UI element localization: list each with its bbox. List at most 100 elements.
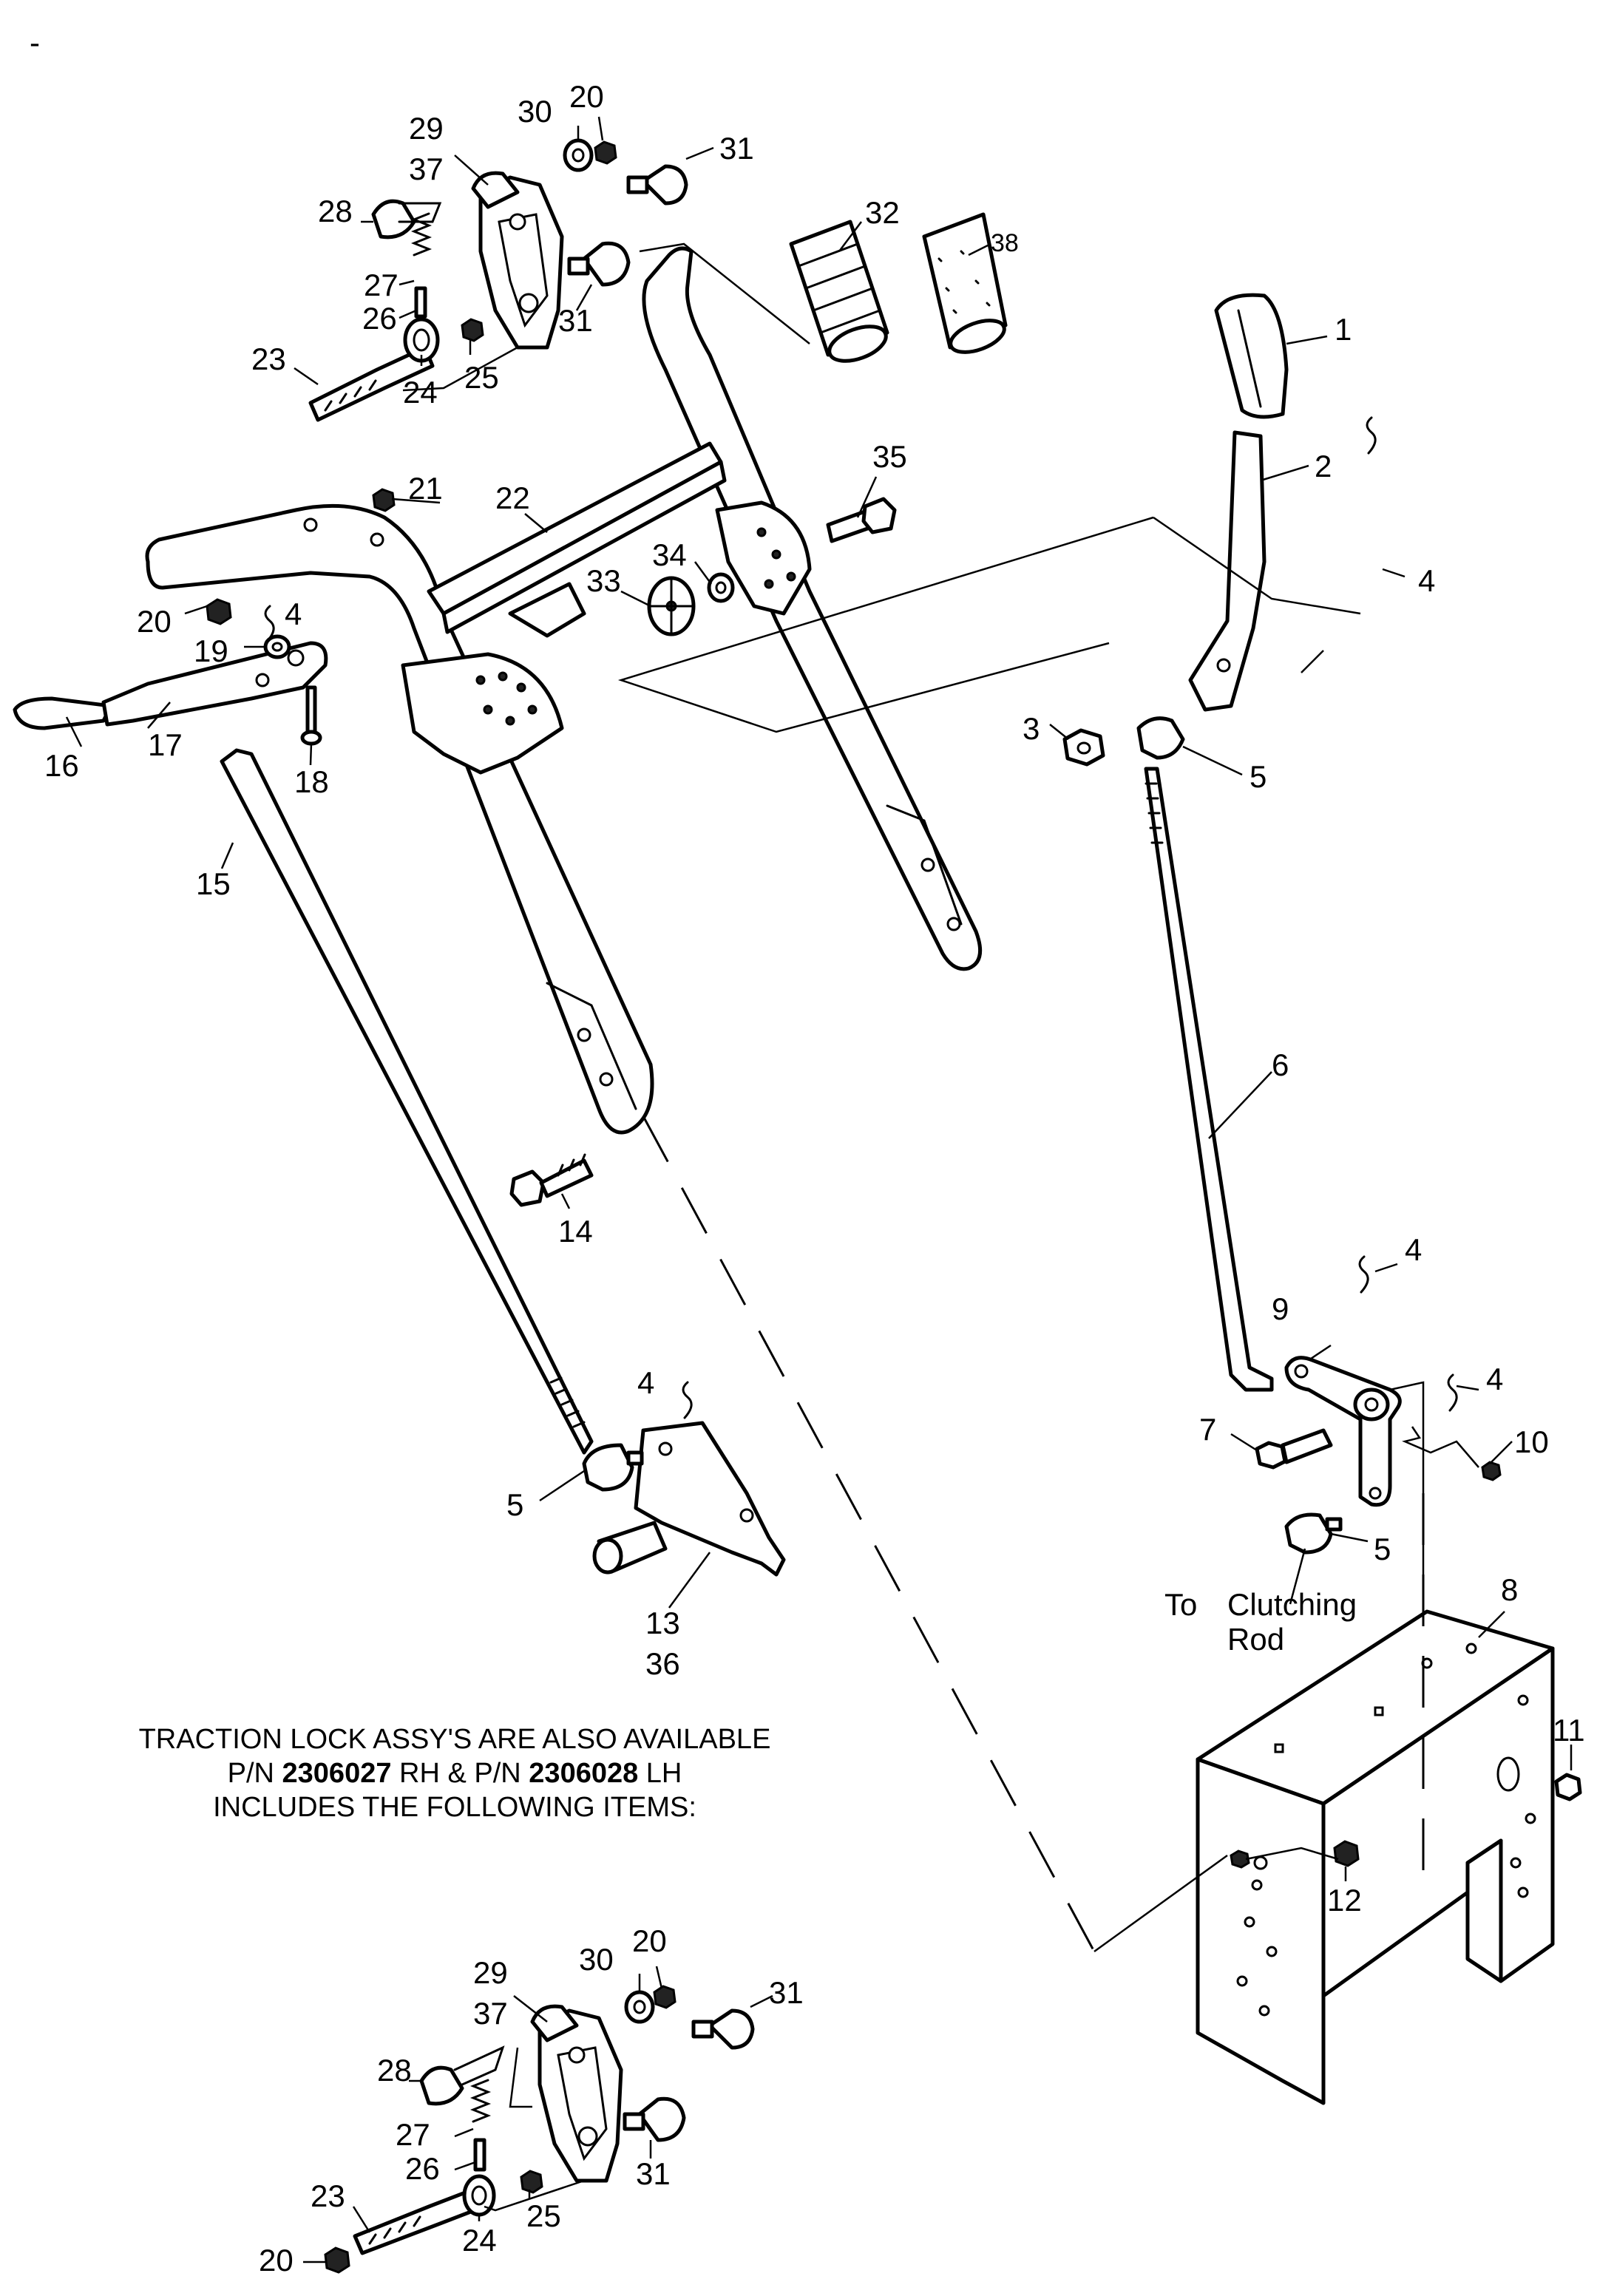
callout-29: 29 bbox=[409, 111, 444, 146]
latch-28 bbox=[371, 199, 416, 240]
knob-31-bottom-upper bbox=[708, 2008, 755, 2050]
bolt-7-shaft bbox=[1281, 1428, 1333, 1464]
callout-2: 2 bbox=[1315, 449, 1332, 483]
grip-16 bbox=[13, 696, 113, 730]
bellows-grip-32 bbox=[789, 220, 889, 357]
leaders-bottom bbox=[303, 1966, 773, 2263]
nut-11 bbox=[1554, 1773, 1582, 1801]
pin-26 bbox=[414, 286, 427, 319]
callout-15: 15 bbox=[196, 866, 231, 901]
note-pn-middle: RH & P/N bbox=[399, 1758, 521, 1789]
callout-5-bottom: 5 bbox=[1374, 1532, 1391, 1566]
callout-35: 35 bbox=[872, 439, 907, 474]
callout-28-bottom: 28 bbox=[377, 2053, 412, 2088]
lever-grip-1 bbox=[1214, 293, 1289, 419]
callout-11: 11 bbox=[1553, 1713, 1585, 1748]
nut-12 bbox=[1333, 1840, 1360, 1867]
callout-labels: 1 2 3 4 4 4 4 4 5 5 5 6 7 8 9 10 11 12 1… bbox=[44, 79, 1585, 2278]
callout-32: 32 bbox=[865, 195, 900, 230]
hairpin-4-top bbox=[1366, 416, 1377, 455]
rod-15 bbox=[220, 748, 594, 1455]
callout-7: 7 bbox=[1199, 1412, 1216, 1447]
callout-28: 28 bbox=[318, 194, 353, 228]
callout-22: 22 bbox=[495, 480, 530, 515]
callout-8: 8 bbox=[1501, 1572, 1518, 1607]
spring-27 bbox=[410, 212, 433, 257]
callout-12: 12 bbox=[1327, 1883, 1362, 1918]
note-line-1: TRACTION LOCK ASSY'S ARE ALSO AVAILABLE bbox=[138, 1724, 771, 1755]
spring-27-bottom bbox=[469, 2079, 492, 2123]
left-pivot-bracket bbox=[401, 652, 564, 775]
callout-21: 21 bbox=[408, 471, 443, 506]
callout-38: 38 bbox=[991, 229, 1019, 257]
rod-6 bbox=[1144, 767, 1274, 1392]
label-rod: Rod bbox=[1227, 1622, 1284, 1657]
callout-31-upper: 31 bbox=[719, 131, 754, 166]
knob-31-upper bbox=[641, 164, 688, 206]
callout-26: 26 bbox=[362, 301, 397, 336]
note-line-3: INCLUDES THE FOLLOWING ITEMS: bbox=[213, 1792, 696, 1823]
callout-34: 34 bbox=[652, 537, 687, 572]
callout-4-left: 4 bbox=[637, 1365, 654, 1400]
callout-29-bottom: 29 bbox=[473, 1955, 508, 1990]
callout-31-lower: 31 bbox=[558, 303, 593, 338]
callout-36: 36 bbox=[645, 1646, 680, 1681]
bolt-14-shaft bbox=[539, 1158, 594, 1198]
callout-23: 23 bbox=[251, 342, 286, 376]
callout-6: 6 bbox=[1272, 1047, 1289, 1082]
traction-lock-assembly-bottom bbox=[324, 1985, 755, 2274]
traction-lock-note: TRACTION LOCK ASSY'S ARE ALSO AVAILABLE … bbox=[44, 1722, 865, 1824]
nut-20-handle bbox=[206, 598, 232, 625]
right-pivot-bracket bbox=[715, 500, 812, 616]
knob-31-bottom-lower bbox=[637, 2096, 686, 2142]
ferrule-5-left bbox=[582, 1443, 634, 1492]
leaders-top bbox=[294, 116, 714, 386]
handle-assembly bbox=[145, 246, 983, 1207]
callout-33: 33 bbox=[586, 563, 621, 598]
rh-part-number: 2306027 bbox=[282, 1758, 392, 1789]
callout-1: 1 bbox=[1335, 312, 1352, 347]
callout-4-right: 4 bbox=[1486, 1362, 1503, 1396]
callout-9: 9 bbox=[1272, 1291, 1289, 1326]
callout-27-bottom: 27 bbox=[396, 2117, 430, 2152]
callout-37: 37 bbox=[409, 152, 444, 186]
frame-left-leg bbox=[1196, 1757, 1326, 2105]
nut-25 bbox=[461, 318, 484, 342]
callout-20-bottom-top: 20 bbox=[632, 1923, 667, 1958]
bracket-13 bbox=[634, 1421, 786, 1577]
callout-10: 10 bbox=[1514, 1424, 1549, 1459]
bracket-22 bbox=[508, 582, 586, 638]
label-clutching: Clutching bbox=[1227, 1587, 1357, 1622]
callout-30: 30 bbox=[518, 94, 552, 129]
callout-4-top: 4 bbox=[1418, 563, 1435, 598]
callout-26-bottom: 26 bbox=[405, 2151, 440, 2186]
callout-14: 14 bbox=[558, 1214, 593, 1249]
callout-4-upper: 4 bbox=[1405, 1232, 1422, 1267]
right-handle bbox=[642, 246, 983, 971]
left-handle bbox=[145, 503, 654, 1135]
callout-19: 19 bbox=[194, 634, 228, 668]
nut-25-bottom bbox=[520, 2170, 543, 2194]
bolt-35-head bbox=[861, 497, 897, 534]
ferrule-5-top bbox=[1136, 716, 1185, 760]
callout-5-left: 5 bbox=[506, 1487, 523, 1522]
bracket-13-group bbox=[582, 1381, 786, 1577]
hairpin-4-upper bbox=[1358, 1255, 1369, 1294]
pin-26-bottom bbox=[473, 2138, 486, 2172]
callout-16: 16 bbox=[44, 748, 79, 783]
callout-20-handle: 20 bbox=[137, 604, 172, 639]
nut-20-top bbox=[594, 140, 617, 165]
nut-10 bbox=[1481, 1461, 1502, 1481]
note-pn-prefix: P/N bbox=[227, 1758, 274, 1789]
callout-25-bottom: 25 bbox=[526, 2198, 561, 2233]
callout-31-bottom-upper: 31 bbox=[769, 1975, 804, 2010]
rod-15-group bbox=[13, 598, 594, 1455]
callout-23-bottom: 23 bbox=[311, 2178, 345, 2213]
lever-2 bbox=[1188, 430, 1267, 712]
callout-27: 27 bbox=[364, 268, 399, 302]
label-to: To bbox=[1164, 1587, 1197, 1622]
callout-30-bottom: 30 bbox=[579, 1942, 614, 1977]
callout-31-bottom-lower: 31 bbox=[636, 2156, 671, 2191]
assembly-lines bbox=[642, 1115, 1425, 1953]
